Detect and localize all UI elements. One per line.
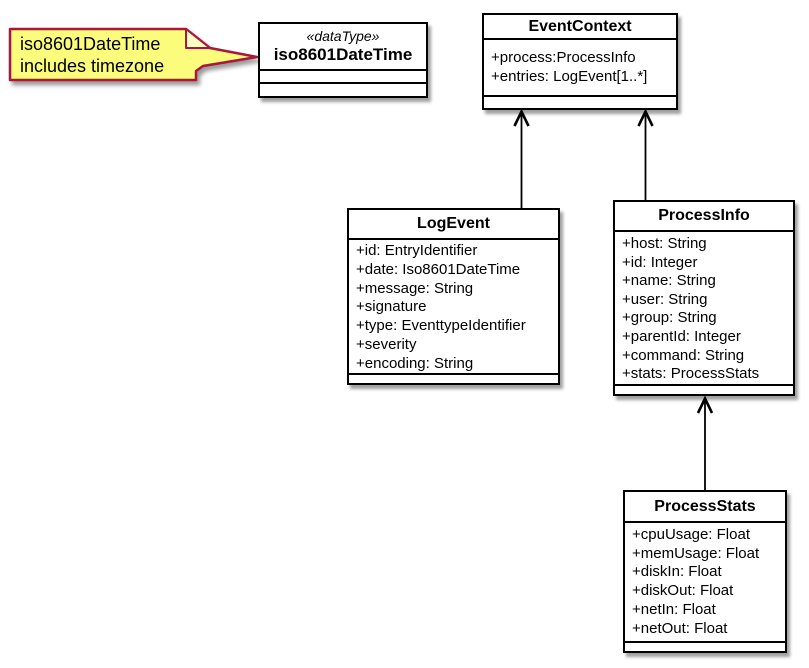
attribute-item: +severity <box>356 335 417 353</box>
note-line: includes timezone <box>20 56 165 76</box>
class-title: LogEvent <box>349 210 558 240</box>
attribute-item: +netOut: Float <box>632 619 728 637</box>
relation-processinfo-eventcontext <box>637 108 654 200</box>
attribute-item: +type: EventtypeIdentifier <box>356 317 526 335</box>
stereotype-label: «dataType» <box>306 28 380 44</box>
attribute-item: +group: String <box>622 309 717 327</box>
note-text: iso8601DateTime includes timezone <box>20 33 164 77</box>
note-fold <box>185 28 211 49</box>
attribute-item: +command: String <box>622 346 745 364</box>
attribute-item: +message: String <box>356 279 474 297</box>
class-name: LogEvent <box>417 215 490 232</box>
attribute-item: +id: EntryIdentifier <box>356 242 478 259</box>
attribute-item: +user: String <box>622 290 708 308</box>
class-attributes: +cpuUsage: Float+memUsage: Float+diskIn:… <box>625 523 785 643</box>
class-title: ProcessStats <box>625 492 785 523</box>
attribute-item: +netIn: Float <box>632 600 716 618</box>
note-line: iso8601DateTime <box>20 34 161 54</box>
attributes-compartment-empty <box>260 71 426 84</box>
operations-compartment-empty <box>625 643 785 651</box>
class-logevent: LogEvent +id: EntryIdentifier+date: Iso8… <box>347 208 560 385</box>
class-attributes: +id: EntryIdentifier+date: Iso8601DateTi… <box>349 240 558 375</box>
relation-processstats-processinfo <box>696 395 714 490</box>
class-title: «dataType» iso8601DateTime <box>260 24 426 71</box>
attribute-item: +name: String <box>622 272 716 290</box>
relation-logevent-eventcontext <box>513 108 530 208</box>
attribute-item: +diskIn: Float <box>632 563 722 581</box>
attribute-item: +encoding: String <box>356 354 474 372</box>
attribute-item: +date: Iso8601DateTime <box>356 260 521 278</box>
operations-compartment-empty <box>349 375 558 383</box>
class-title: ProcessInfo <box>615 202 793 232</box>
attribute-item: +process:ProcessInfo <box>491 49 636 66</box>
operations-compartment-empty <box>484 97 676 108</box>
attribute-item: +memUsage: Float <box>632 544 760 562</box>
open-arrowhead-icon <box>696 395 714 414</box>
class-eventcontext: EventContext +process:ProcessInfo +entrie… <box>482 13 678 110</box>
class-attributes: +host: String+id: Integer+name: String+u… <box>615 232 793 386</box>
attribute-item: +host: String <box>622 235 707 252</box>
attribute-item: +diskOut: Float <box>632 582 734 600</box>
class-name: EventContext <box>528 17 632 35</box>
class-processinfo: ProcessInfo +host: String+id: Integer+na… <box>613 200 795 396</box>
class-attributes: +process:ProcessInfo +entries: LogEvent[1… <box>484 40 676 97</box>
class-name: iso8601DateTime <box>273 45 413 64</box>
class-processstats: ProcessStats +cpuUsage: Float+memUsage: … <box>623 490 787 653</box>
note-callout-shape <box>8 27 259 82</box>
operations-compartment-empty <box>260 84 426 96</box>
attribute-item: +signature <box>356 298 427 316</box>
class-name: ProcessInfo <box>658 207 750 224</box>
class-title: EventContext <box>484 15 676 40</box>
open-arrowhead-icon <box>637 108 654 127</box>
class-name: ProcessStats <box>654 497 756 515</box>
operations-compartment-empty <box>615 386 793 394</box>
class-iso8601datetime: «dataType» iso8601DateTime <box>258 22 428 98</box>
attribute-item: +cpuUsage: Float <box>632 526 750 543</box>
open-arrowhead-icon <box>513 108 530 127</box>
attribute-item: +stats: ProcessStats <box>622 365 760 383</box>
attribute-item: +id: Integer <box>622 253 698 271</box>
attribute-item: +parentId: Integer <box>622 327 741 345</box>
attribute-item: +entries: LogEvent[1..*] <box>491 68 648 85</box>
